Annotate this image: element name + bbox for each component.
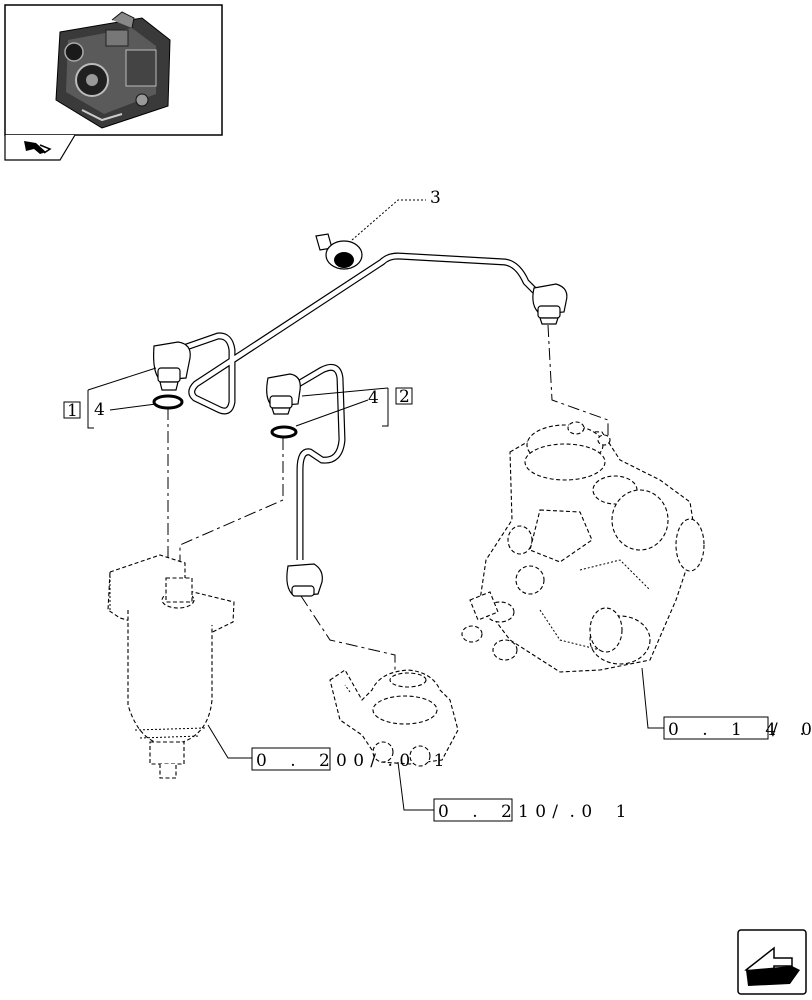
banjo-fitting-left [153, 341, 191, 391]
banjo-fitting-middle [266, 373, 301, 415]
banjo-fitting-right [532, 283, 568, 325]
injection-pump-ref-leader [641, 667, 664, 729]
feed-pump-ref-leader [397, 761, 434, 811]
ref-feed-pump[interactable]: 0 . 2 0 . 1 / 0 1 [433, 798, 635, 822]
callout-4-right: 4 [368, 388, 379, 408]
assembly-centre-lines [167, 324, 609, 675]
banjo-bolt-item-3 [315, 233, 363, 270]
svg-text:0 . 2 0 .: 0 . 2 0 . [256, 751, 402, 771]
main-fuel-pipe [170, 252, 543, 415]
box-1-label: 1 [67, 401, 78, 421]
callout-3-leader [351, 199, 426, 241]
secondary-fuel-pipe [286, 363, 346, 560]
ref-injection-pump[interactable]: 0 . 1 4 . 0 / 0 [663, 716, 812, 740]
svg-text:0 . 2 0 .: 0 . 2 0 . [438, 802, 584, 822]
svg-text:0 / 0 1: 0 / 0 1 [336, 751, 453, 771]
banjo-fitting-bottom [286, 563, 323, 597]
svg-text:0 . 1 4 . 0: 0 . 1 4 . 0 [668, 720, 812, 740]
callout-4-left: 4 [94, 400, 105, 420]
svg-text:/ 0: / 0 [772, 720, 812, 740]
ref-fuel-filter[interactable]: 0 . 2 0 . 0 / 0 1 [251, 747, 453, 771]
next-page-arrow-icon[interactable] [737, 929, 807, 995]
fuel-filter-ref-leader [207, 724, 252, 759]
callout-right-group [295, 387, 389, 427]
svg-text:1 / 0 1: 1 / 0 1 [518, 802, 635, 822]
box-2 [395, 387, 413, 405]
callout-left-group [87, 367, 157, 429]
box-2-label: 2 [399, 387, 410, 407]
engine-thumbnail-icon[interactable] [4, 4, 223, 136]
page-back-arrow-icon[interactable] [4, 134, 76, 161]
injection-pump [461, 421, 705, 673]
box-1 [63, 401, 81, 419]
fuel-feed-pump [329, 669, 459, 767]
o-ring-left [152, 394, 184, 410]
fuel-filter-assembly [107, 554, 235, 779]
callout-3: 3 [430, 188, 441, 208]
o-ring-middle [270, 425, 298, 439]
